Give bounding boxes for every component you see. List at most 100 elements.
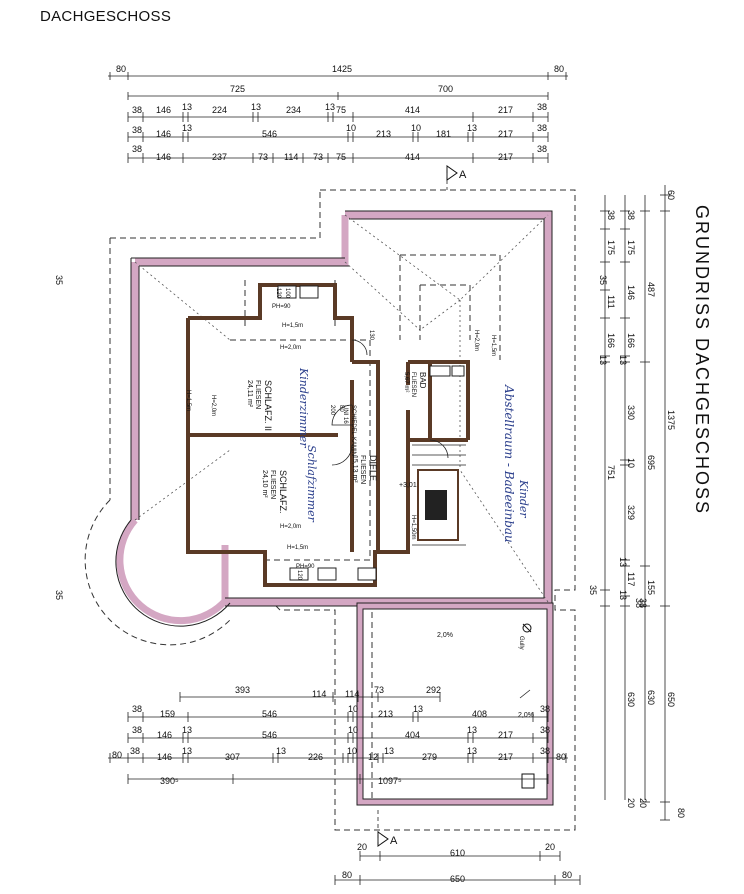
dim-bot-r1-2: 114 xyxy=(345,689,359,699)
h20-b: H=2,0m xyxy=(280,524,301,530)
h15-bad: H=1,5m xyxy=(490,335,496,356)
dim-top-r2-9: 217 xyxy=(498,105,513,115)
dim-bot-r4-8: 12 xyxy=(368,752,378,762)
room-label-schlafz: SCHLAFZ. FLIESEN 24,10 m² xyxy=(261,470,288,514)
dim-bot-r4-3: 13 xyxy=(182,746,192,756)
svg-text:Schlafzimmer: Schlafzimmer xyxy=(305,445,318,523)
svg-text:35: 35 xyxy=(54,590,64,600)
dim-bot-r4-11: 13 xyxy=(467,746,477,756)
svg-text:38: 38 xyxy=(638,598,648,608)
svg-text:38: 38 xyxy=(606,210,616,220)
dim-r-c2-9: 117 xyxy=(626,572,636,586)
plan-title: GRUNDRISS DACHGESCHOSS xyxy=(692,205,712,515)
dim-bot-r6-0: 20 xyxy=(357,842,367,852)
dim-bot-r4-0: 80 xyxy=(112,750,122,760)
svg-text:120: 120 xyxy=(275,288,281,299)
svg-text:329: 329 xyxy=(626,505,636,520)
dim-r-c3-0: 487 xyxy=(646,282,656,297)
dim-bot-r3-2: 13 xyxy=(182,725,192,735)
dim-top-r0-a: 80 xyxy=(116,64,126,74)
svg-text:166: 166 xyxy=(606,333,616,348)
dim-r-c4-1: 1375 xyxy=(666,410,676,430)
dim-bot-r5-1: 1097⁵ xyxy=(378,776,402,786)
svg-text:Kinderzimmer: Kinderzimmer xyxy=(297,367,310,448)
dim-top-r2-8: 414 xyxy=(405,105,420,115)
dim-bot-r3-5: 404 xyxy=(405,730,420,740)
dim-r-c1-4: 166 xyxy=(606,333,616,348)
svg-text:38: 38 xyxy=(626,210,636,220)
svg-text:130: 130 xyxy=(368,330,374,341)
dim-bot-r1-1: 114 xyxy=(312,689,326,699)
dim-bot-r2-1: 159 xyxy=(160,709,175,719)
svg-text:111: 111 xyxy=(606,295,616,309)
level-mark: +3,01 xyxy=(399,482,417,489)
svg-text:UNI 16: UNI 16 xyxy=(342,405,348,424)
svg-text:330: 330 xyxy=(626,405,636,420)
svg-text:SCHIEDEL-KAMIN: SCHIEDEL-KAMIN xyxy=(350,405,356,456)
dim-r-c1-1: 175 xyxy=(606,240,616,255)
svg-text:Kinder: Kinder xyxy=(517,479,530,518)
exterior-walls xyxy=(115,210,553,627)
h15-b: H=1,5m xyxy=(287,545,308,551)
svg-text:487: 487 xyxy=(646,282,656,297)
dim-bot-r7-1: 650 xyxy=(450,874,465,884)
dim-top-r3-3: 546 xyxy=(262,129,277,139)
dim-bot-r6-1: 610 xyxy=(450,848,465,858)
dim-top-r2-3: 224 xyxy=(212,105,227,115)
dim-r-c2-7: 329 xyxy=(626,505,636,520)
dim-r-c3-1: 695 xyxy=(646,455,656,470)
dim-top-r4-8: 217 xyxy=(498,152,513,162)
svg-text:FLIESEN: FLIESEN xyxy=(269,470,276,499)
dim-bot-r3-6: 13 xyxy=(467,725,477,735)
h20-bad: H=2,0m xyxy=(473,330,479,351)
dim-bot-r3-8: 38 xyxy=(540,725,550,735)
dim-bot-r4-9: 13 xyxy=(384,746,394,756)
dim-top-r4-2: 237 xyxy=(212,152,227,162)
dim-top-r2-6: 13 xyxy=(325,102,335,112)
svg-text:35: 35 xyxy=(54,275,64,285)
svg-text:80: 80 xyxy=(338,405,344,412)
dim-r-extra-0: 630 xyxy=(646,690,656,705)
svg-text:20: 20 xyxy=(626,798,636,808)
section-marker-top: A xyxy=(446,165,467,190)
dim-bot-r4-6: 226 xyxy=(308,752,323,762)
gully-symbol: Gully xyxy=(518,623,532,650)
svg-text:20: 20 xyxy=(638,798,648,808)
w-200: 200 xyxy=(329,405,335,416)
dim-top-r1-a: 725 xyxy=(230,84,245,94)
room-label-schlafz-ii: SCHLAFZ. II FLIESEN 24,11 m² xyxy=(246,380,273,431)
dim-r-c2-2: 146 xyxy=(626,285,636,300)
chimney-label: SCHIEDEL-KAMIN UNI 16 xyxy=(342,405,356,456)
svg-text:100: 100 xyxy=(284,288,290,299)
svg-text:FLIESEN: FLIESEN xyxy=(359,455,366,484)
svg-text:H=1,5m: H=1,5m xyxy=(490,335,496,356)
h20-a: H=2,0m xyxy=(280,345,301,351)
dim-bot-r2-4: 213 xyxy=(378,709,393,719)
dim-bot-r2-0: 38 xyxy=(132,704,142,714)
svg-text:10: 10 xyxy=(626,458,636,468)
roof-overhang-outline xyxy=(84,189,576,831)
dim-top-r4-7: 414 xyxy=(405,152,420,162)
dim-bot-r4-7: 10 xyxy=(347,746,357,756)
dim-bot-r2-5: 13 xyxy=(413,704,423,714)
dim-r-c2-10: 13 xyxy=(618,590,628,600)
svg-text:GRUNDRISS DACHGESCHOSS: GRUNDRISS DACHGESCHOSS xyxy=(692,205,712,515)
top-dimension-chains: 80 1425 80 725 700 38 146 13 224 13 234 … xyxy=(108,64,568,163)
page-title: DACHGESCHOSS xyxy=(40,8,172,25)
dim-r-c2-11: 38 xyxy=(634,598,644,608)
dim-bot-r3-0: 38 xyxy=(132,725,142,735)
room-label-bad: BAD FLIESEN 5,67 m² xyxy=(403,372,427,397)
dim-top-r4-9: 38 xyxy=(537,144,547,154)
dim-bot-r6-2: 20 xyxy=(545,842,555,852)
dim-bot-r4-13: 38 xyxy=(540,746,550,756)
svg-text:H=2,0m: H=2,0m xyxy=(473,330,479,351)
dim-bot-r4-4: 307 xyxy=(225,752,240,762)
dim-bot-r4-2: 146 xyxy=(157,752,172,762)
dim-top-r1-b: 700 xyxy=(438,84,453,94)
handwriting-3: Abstellraum - Badeeinbau xyxy=(502,384,516,543)
h150m: H=1,50m xyxy=(410,515,416,540)
dim-top-r3-6: 10 xyxy=(411,123,421,133)
svg-text:24,11 m²: 24,11 m² xyxy=(246,380,253,408)
h15-a: H=1,5m xyxy=(282,323,303,329)
